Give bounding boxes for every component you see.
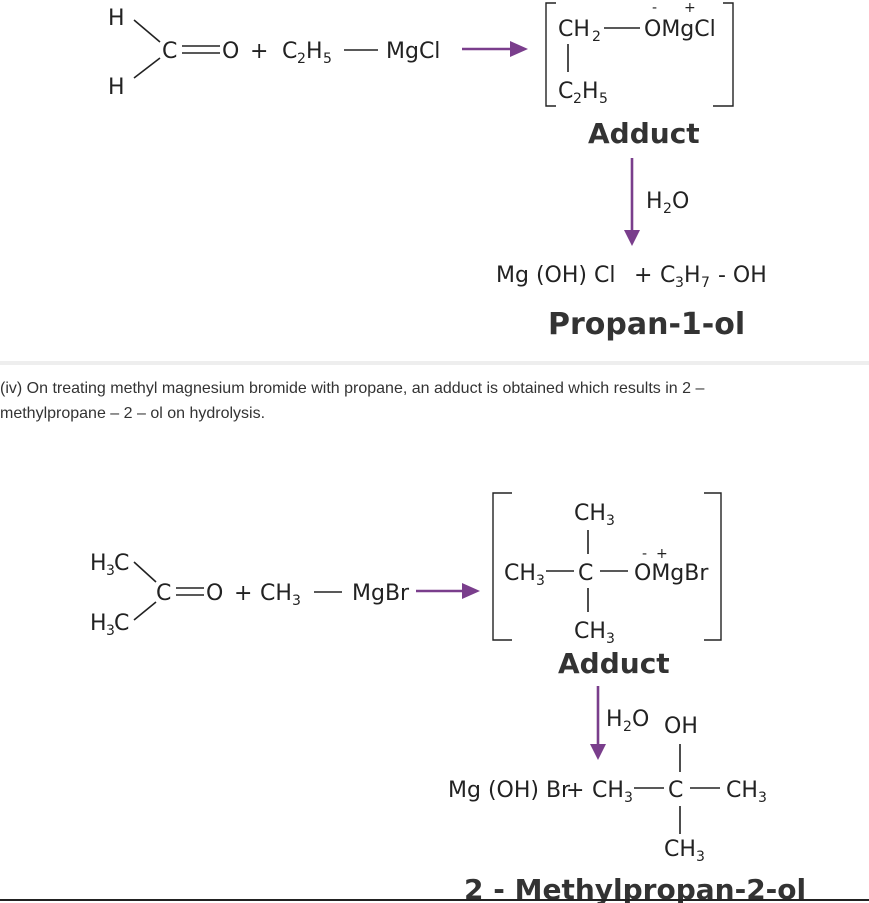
reaction-2-figure: H 3 C H 3 C C O + CH 3 MgBr CH 3 CH 3 C …	[0, 440, 869, 903]
r2-h3c-bot-h: H	[90, 611, 107, 636]
r2-product-oh: OH	[664, 714, 698, 739]
r2-product-bot-ch: CH	[664, 837, 696, 862]
r2-bracket-right	[704, 492, 722, 641]
r2-adduct-omgbr: OMgBr	[634, 561, 709, 586]
r1-adduct-c-sub: 2	[573, 91, 582, 107]
r2-adduct-c: C	[578, 561, 593, 586]
r2-h3c-top-sub: 3	[106, 563, 115, 579]
bottom-rule	[0, 899, 869, 901]
r2-down-arrow-head	[590, 744, 606, 760]
r2-product-right-ch: CH	[726, 778, 758, 803]
r1-bond-h-top	[133, 19, 161, 43]
r2-oxygen: O	[206, 581, 223, 606]
r2-mgbr: MgBr	[352, 581, 410, 606]
r2-methyl: CH	[260, 581, 292, 606]
r2-product-right-sub: 3	[758, 790, 767, 806]
r1-adduct-neg: -	[652, 0, 657, 16]
r2-adduct-top-sub: 3	[606, 513, 615, 529]
r1-adduct-label: Adduct	[588, 117, 700, 150]
r2-h3c-bot-sub: 3	[106, 623, 115, 639]
r2-product-mgohbr: Mg (OH) Br	[448, 778, 571, 803]
r1-h-bottom: H	[108, 75, 125, 100]
r2-adduct-label: Adduct	[558, 647, 670, 680]
r1-product-oh: - OH	[718, 263, 767, 288]
section-separator	[0, 361, 869, 365]
r1-ethyl-c: C	[282, 39, 297, 64]
r2-h3c-top-c: C	[114, 551, 129, 576]
r1-carbonyl-c: C	[162, 39, 177, 64]
r1-product-h: H	[684, 263, 701, 288]
paragraph-iv: (iv) On treating methyl magnesium bromid…	[0, 380, 705, 422]
r2-adduct-left-sub: 3	[536, 573, 545, 589]
reaction-2-svg: H 3 C H 3 C C O + CH 3 MgBr CH 3 CH 3 C …	[90, 492, 806, 903]
r2-arrow-head	[462, 583, 480, 599]
reaction-1-svg: H H C O + C 2 H 5 MgCl CH 2 OMgCl - + C …	[108, 0, 767, 342]
r1-product-c: C	[660, 263, 675, 288]
r1-bond-h-bottom	[133, 57, 161, 79]
r2-reagent-o: O	[632, 707, 649, 732]
r1-product-h-sub: 7	[701, 275, 710, 291]
r1-adduct-pos: +	[684, 0, 696, 16]
r1-bracket-right	[713, 2, 734, 107]
r1-adduct-h-sub: 5	[599, 91, 608, 107]
r1-adduct-ch-sub: 2	[592, 29, 601, 45]
r1-ethyl-h-sub: 5	[323, 51, 332, 67]
r1-reagent-h-sub: 2	[663, 201, 672, 217]
r2-product-bot-sub: 3	[696, 849, 705, 865]
r2-plus: +	[234, 581, 252, 606]
r1-ethyl-h: H	[306, 39, 323, 64]
r1-down-arrow-head	[624, 230, 640, 246]
r1-bracket-left	[545, 2, 556, 107]
r2-bracket-left	[492, 492, 512, 641]
r1-oxygen: O	[222, 39, 239, 64]
r2-bond-top	[133, 561, 157, 583]
r1-mgcl: MgCl	[386, 39, 440, 64]
r1-arrow-head	[510, 41, 528, 57]
r2-reagent-h: H	[606, 707, 623, 732]
r1-reagent-h: H	[646, 189, 663, 214]
r2-product-left-sub: 3	[624, 790, 633, 806]
r2-h3c-bot-c: C	[114, 611, 129, 636]
r2-adduct-top-ch: CH	[574, 501, 606, 526]
r2-product-plus: +	[566, 778, 584, 803]
r2-methyl-sub: 3	[292, 593, 301, 609]
r1-product-c-sub: 3	[675, 275, 684, 291]
r2-adduct-left-ch: CH	[504, 561, 536, 586]
r2-h3c-top-h: H	[90, 551, 107, 576]
r2-carbonyl-c: C	[156, 581, 171, 606]
r1-ethyl-c-sub: 2	[297, 51, 306, 67]
r2-adduct-pos: +	[656, 546, 668, 562]
r1-adduct-ch: CH	[558, 17, 590, 42]
r2-bond-bottom	[133, 601, 157, 621]
r2-product-c: C	[668, 778, 683, 803]
r2-product-left-ch: CH	[592, 778, 624, 803]
r1-reagent-o: O	[672, 189, 689, 214]
r1-adduct-c: C	[558, 79, 573, 104]
r2-reagent-h-sub: 2	[623, 719, 632, 735]
r2-product-name: 2 - Methylpropan-2-ol	[464, 873, 806, 903]
r2-adduct-bot-ch: CH	[574, 619, 606, 644]
r1-product-mgohcl: Mg (OH) Cl	[496, 263, 615, 288]
r1-h-top: H	[108, 6, 125, 31]
reaction-1-figure: H H C O + C 2 H 5 MgCl CH 2 OMgCl - + C …	[0, 0, 869, 362]
r2-adduct-neg: -	[642, 546, 647, 562]
r1-plus: +	[250, 39, 268, 64]
r1-product-name: Propan-1-ol	[548, 307, 745, 342]
r1-adduct-h: H	[582, 79, 599, 104]
r1-adduct-omgcl: OMgCl	[644, 17, 716, 42]
r1-product-plus: +	[634, 263, 652, 288]
r2-adduct-bot-sub: 3	[606, 631, 615, 647]
